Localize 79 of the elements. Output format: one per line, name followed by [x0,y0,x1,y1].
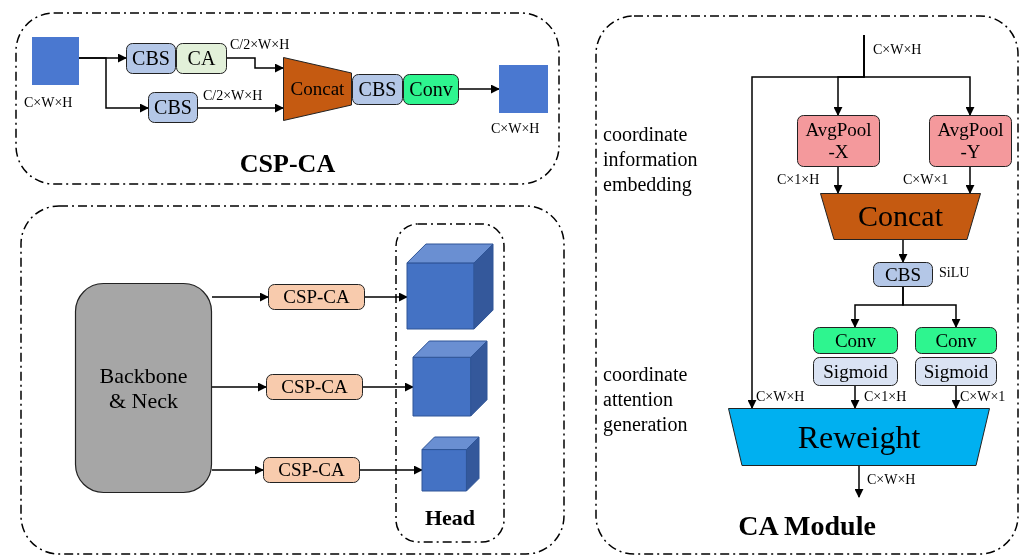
concat-trapezoid [283,57,352,121]
module-panel [595,15,1019,555]
arrow [458,84,500,94]
head-panel [395,223,505,543]
edge-label: C×1×H [777,172,820,188]
arrow [359,465,423,475]
process-box [403,74,459,105]
process-box [929,115,1012,167]
arrow [850,385,860,409]
box-label: Reweight [797,418,921,456]
box-label: Backbone & Neck [98,362,189,414]
process-box [813,327,898,354]
arrow [965,166,975,194]
process-box [176,43,227,74]
process-box [263,457,360,483]
box-label: Conv [935,329,977,352]
box-label: CSP-CA [278,459,345,481]
module-panel [15,12,560,185]
box-label: Sigmoid [823,360,888,383]
panel-title: CA Module [737,510,877,542]
box-label: AvgPool -X [804,119,873,163]
edge-label: C×W×H [873,42,922,58]
process-box [266,374,363,400]
edge-label: C×W×1 [960,389,1006,405]
box-label: Concat [858,199,943,234]
feature-map-cube [413,341,487,416]
dimension-label: C×W×H [24,95,73,111]
arrow [951,385,961,409]
reweight-trapezoid [728,408,990,466]
box-label: CBS [132,47,170,70]
network-panel [20,205,565,555]
box-label: CBS [358,78,397,101]
section-note: coordinate attention generation [603,362,689,437]
process-box [915,357,997,386]
arrow [364,292,408,302]
box-label: CSP-CA [281,376,348,398]
concat-trapezoid [820,193,981,240]
arrow [747,34,865,409]
process-box [75,283,212,493]
edge-label: C×W×H [756,389,805,405]
arrow [197,103,284,113]
process-box [126,43,176,74]
feature-map-cube [407,244,493,329]
process-box [915,327,997,354]
arrow [78,57,149,113]
edge-label: C×W×H [867,472,916,488]
process-box [148,92,198,123]
arrow [211,292,269,302]
process-box [813,357,898,386]
arrow [211,382,267,392]
arrow [362,382,414,392]
box-label: Sigmoid [923,360,989,383]
box-label: Conv [834,329,877,352]
box-label: CBS [885,263,921,286]
box-label: Concat [290,78,345,100]
dimension-label: SiLU [939,265,970,281]
arrow [898,239,908,263]
section-note: coordinate information embedding [603,122,699,197]
arrow [902,286,961,328]
process-box [268,284,365,310]
box-label: CSP-CA [283,286,350,308]
panel-title: CSP-CA [238,149,337,179]
edge-label: C×W×1 [903,172,949,188]
box-label: Conv [409,78,453,101]
edge-label: C/2×W×H [230,37,290,53]
panel-title: Head [423,505,477,531]
arrow [211,465,264,475]
edge-label: C×1×H [864,389,907,405]
arrow [833,166,843,194]
dimension-label: C×W×H [491,121,540,137]
arrow [854,465,864,498]
box-label: CBS [154,96,192,119]
edge-label: C/2×W×H [203,88,263,104]
process-box [352,74,403,105]
arrow [226,57,284,73]
feature-map-cube [422,437,479,491]
box-label: AvgPool -Y [936,119,1005,163]
box-label: CA [187,47,216,70]
process-box [797,115,880,167]
